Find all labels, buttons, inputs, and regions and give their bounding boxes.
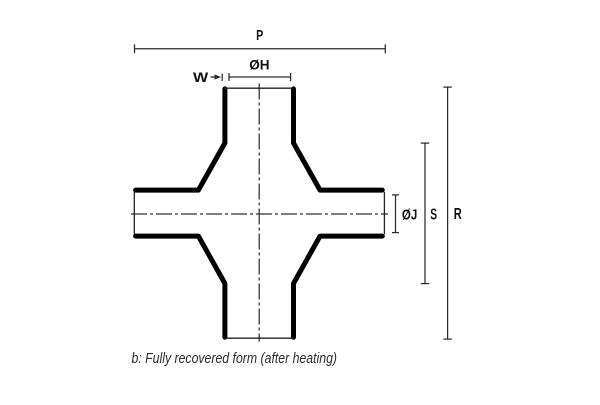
svg-text:W: W [193, 69, 209, 85]
svg-text:P: P [256, 27, 263, 44]
svg-text:ØH: ØH [249, 57, 269, 73]
svg-text:b: Fully recovered form (after: b: Fully recovered form (after heating) [132, 350, 338, 367]
svg-text:S: S [430, 206, 437, 223]
svg-text:ØJ: ØJ [402, 206, 417, 223]
svg-text:R: R [454, 206, 462, 223]
